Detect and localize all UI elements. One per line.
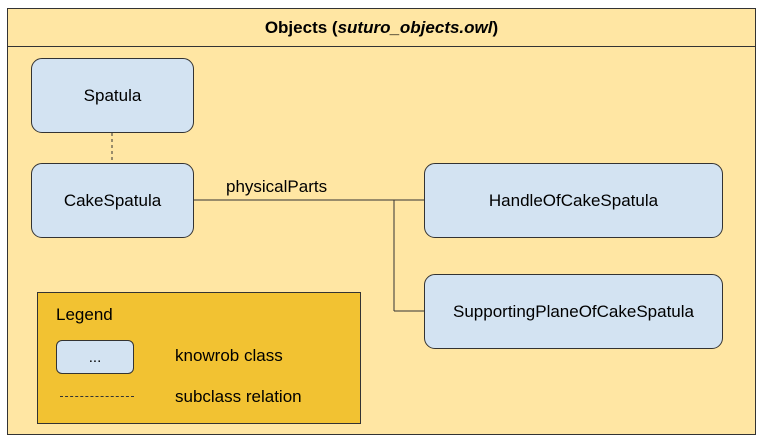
- frame-title-file: suturo_objects.owl: [337, 17, 493, 37]
- class-cake-spatula[interactable]: CakeSpatula: [31, 163, 194, 238]
- legend-class-label: knowrob class: [175, 346, 283, 365]
- frame-title-suffix: ): [492, 17, 499, 37]
- legend-subclass-sample: [60, 396, 134, 397]
- relation-label-physical-parts: physicalParts: [226, 177, 328, 196]
- frame-title-prefix: Objects (: [264, 17, 338, 37]
- class-supporting-plane-of-cake-spatula[interactable]: SupportingPlaneOfCakeSpatula: [424, 274, 723, 349]
- legend-class-sample: ...: [56, 340, 134, 374]
- frame-title: Objects (suturo_objects.owl): [8, 9, 755, 47]
- class-spatula[interactable]: Spatula: [31, 58, 194, 133]
- legend: Legend ... knowrob class subclass relati…: [37, 292, 361, 424]
- class-handle-of-cake-spatula[interactable]: HandleOfCakeSpatula: [424, 163, 723, 238]
- legend-subclass-label: subclass relation: [175, 387, 302, 406]
- legend-title: Legend: [56, 305, 113, 324]
